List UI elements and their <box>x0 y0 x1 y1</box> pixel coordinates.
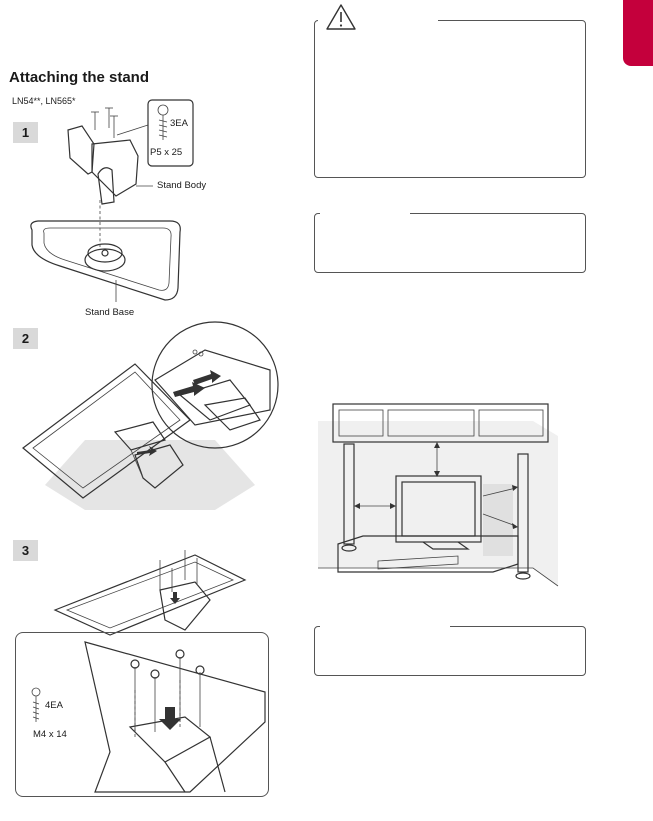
step3-screw-count: 4EA <box>45 700 63 711</box>
warning-box <box>314 20 586 178</box>
screw-icon <box>157 104 169 140</box>
step1-illustration <box>30 99 194 302</box>
clearance-illustration <box>318 403 559 587</box>
note-box-1-header-gap <box>320 207 410 219</box>
step3-illustration <box>53 550 247 636</box>
note-box-2 <box>314 626 586 676</box>
note-box-1 <box>314 213 586 273</box>
step-badge-3: 3 <box>13 540 38 561</box>
screw-icon <box>31 687 41 722</box>
step1-screw-spec: P5 x 25 <box>150 147 183 158</box>
page-title: Attaching the stand <box>9 69 150 86</box>
model-numbers: LN54**, LN565* <box>12 96 76 106</box>
step3-detail-box <box>15 632 269 797</box>
stand-body-label: Stand Body <box>157 180 207 191</box>
step-badge-2: 2 <box>13 328 38 349</box>
step-badge-1: 1 <box>13 122 38 143</box>
warning-triangle-icon <box>326 4 356 30</box>
arrow-icon <box>159 707 181 730</box>
language-tab <box>623 0 653 66</box>
note-box-2-header-gap <box>320 620 450 632</box>
step3-screw-spec: M4 x 14 <box>33 729 67 740</box>
step2-illustration <box>22 321 279 510</box>
step1-screw-count: 3EA <box>170 118 188 129</box>
stand-base-label: Stand Base <box>85 307 135 318</box>
step3-detail-illustration <box>31 641 266 793</box>
arrow-icon <box>137 446 157 456</box>
